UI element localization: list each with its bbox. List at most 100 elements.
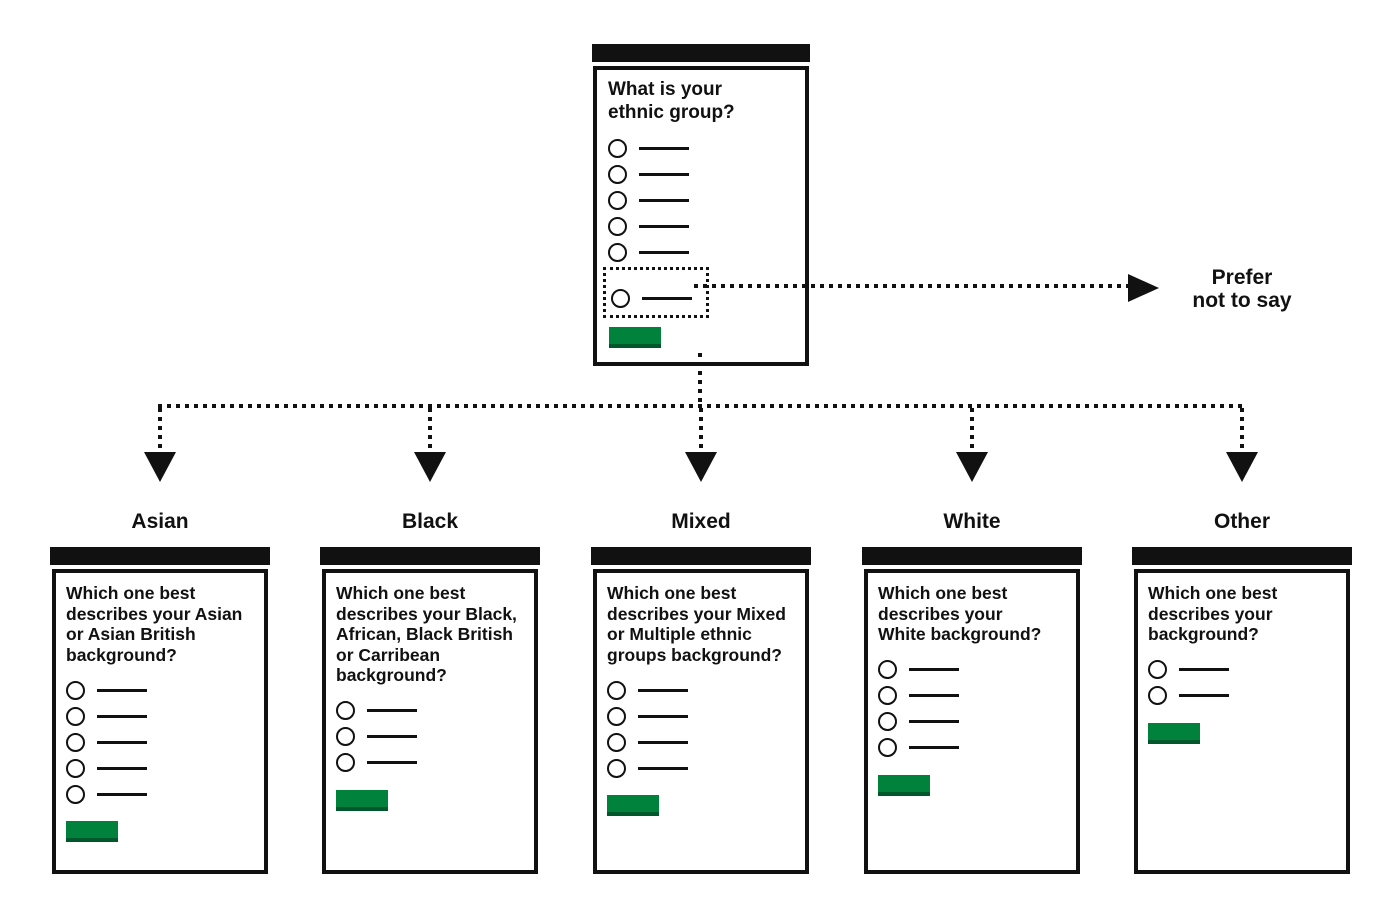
radio-button-icon[interactable] [66,680,85,700]
card-header-bar [320,547,540,565]
option-placeholder-line [97,792,147,796]
radio-button-icon[interactable] [336,727,355,746]
continue-button[interactable] [1148,722,1200,744]
arrow-down-icon [1226,452,1258,482]
radio-option[interactable] [607,677,795,703]
highlighted-optout-option[interactable] [603,267,709,318]
question-line: ethnic group? [608,101,735,123]
radio-option[interactable] [878,683,1066,709]
branch-dotted-drop [158,408,162,448]
question-line: White background? [878,624,1042,644]
root-dotted-connector [698,353,702,406]
radio-button-icon[interactable] [878,738,897,757]
question-line: Which one best [66,583,196,603]
radio-button-icon[interactable] [1148,686,1167,705]
option-placeholder-line [909,746,959,749]
option-placeholder-line [367,761,417,764]
radio-option[interactable] [611,285,697,311]
radio-option[interactable] [608,135,794,161]
radio-option[interactable] [608,213,794,239]
branch-label: Mixed [671,510,731,533]
radio-button-icon[interactable] [66,758,85,778]
optout-label-line: not to say [1192,289,1292,312]
radio-option[interactable] [878,657,1066,683]
radio-button-icon[interactable] [608,216,627,236]
radio-option-list [611,285,697,311]
radio-option-list [1148,657,1336,709]
radio-button-icon[interactable] [66,732,85,752]
continue-button[interactable] [66,821,118,842]
option-placeholder-line [909,720,959,723]
question-line: Which one best [607,583,737,603]
continue-button[interactable] [609,327,661,348]
radio-option[interactable] [66,781,254,807]
question-line: describes your [1148,603,1273,624]
radio-option[interactable] [66,729,254,755]
radio-option[interactable] [878,709,1066,735]
radio-button-icon[interactable] [607,732,626,752]
question-line: Which one best [1148,583,1278,603]
optout-label: Prefer not to say [1168,266,1316,312]
radio-button-icon[interactable] [607,706,626,726]
radio-option[interactable] [608,161,794,187]
radio-button-icon[interactable] [878,686,897,705]
radio-option[interactable] [336,750,524,776]
radio-button-icon[interactable] [878,660,897,679]
branch-label: White [943,510,1001,533]
option-placeholder-line [97,766,147,770]
arrow-down-icon [685,452,717,482]
radio-button-icon[interactable] [66,706,85,726]
radio-button-icon[interactable] [66,784,85,804]
radio-button-icon[interactable] [608,242,627,262]
radio-option[interactable] [336,724,524,750]
radio-button-icon[interactable] [608,138,627,158]
radio-option[interactable] [1148,683,1336,709]
radio-button-icon[interactable] [611,288,630,308]
radio-option[interactable] [878,735,1066,761]
radio-button-icon[interactable] [607,680,626,700]
radio-button-icon[interactable] [878,712,897,731]
radio-button-icon[interactable] [608,164,627,184]
radio-option[interactable] [607,755,795,781]
question-line: Which one best [336,583,466,603]
question-line: describes your Mixed [607,603,786,624]
continue-button[interactable] [878,774,930,796]
radio-option[interactable] [607,729,795,755]
option-placeholder-line [909,668,959,671]
option-placeholder-line [638,766,688,770]
option-placeholder-line [638,740,688,744]
question-line: What is your [608,79,723,100]
continue-button[interactable] [607,795,659,816]
radio-button-icon[interactable] [607,758,626,778]
question-line: or Multiple ethnic [607,624,752,644]
radio-button-icon[interactable] [1148,660,1167,679]
radio-option[interactable] [66,677,254,703]
radio-option[interactable] [608,239,794,265]
option-placeholder-line [638,714,688,718]
radio-button-icon[interactable] [608,190,627,210]
radio-option[interactable] [1148,657,1336,683]
continue-button[interactable] [336,789,388,811]
radio-option[interactable] [608,187,794,213]
radio-option[interactable] [607,703,795,729]
radio-option[interactable] [66,703,254,729]
radio-button-icon[interactable] [336,701,355,720]
radio-button-icon[interactable] [336,753,355,772]
optout-dotted-connector [694,284,1128,288]
option-placeholder-line [909,694,959,697]
radio-option[interactable] [66,755,254,781]
arrow-down-icon [144,452,176,482]
radio-option[interactable] [336,698,524,724]
option-placeholder-line [1179,694,1229,697]
